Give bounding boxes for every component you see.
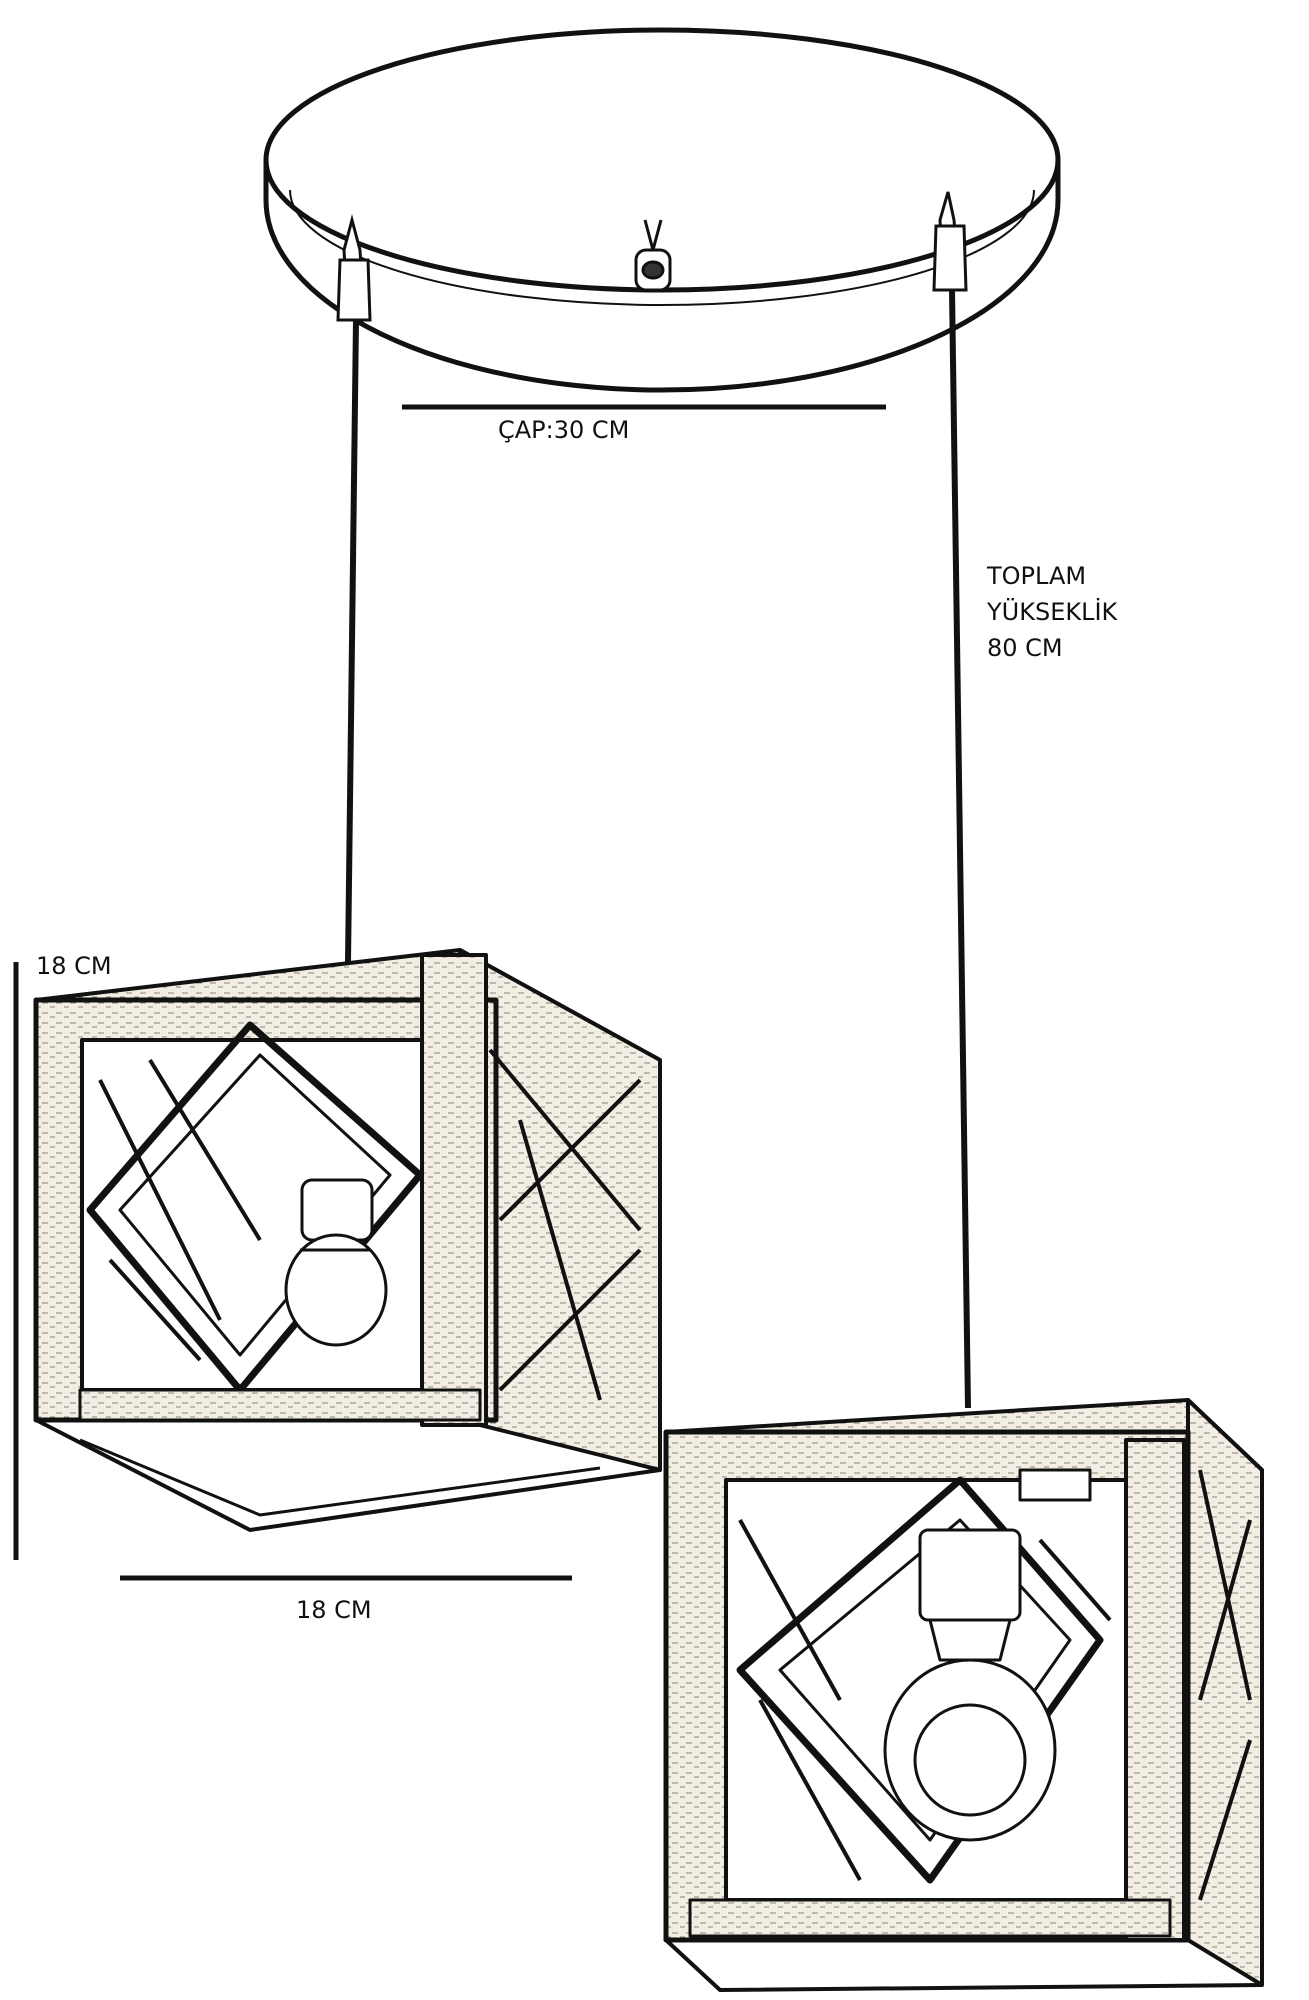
total-height-line-2: YÜKSEKLİK [987,598,1118,626]
total-height-line-1: TOPLAM [987,562,1087,590]
center-screw [634,219,672,292]
shade-width-label: 18 CM [296,1596,372,1624]
total-height-line-3: 80 CM [987,634,1063,662]
cords [345,289,971,1409]
bulb-socket-right [883,1528,1057,1842]
cord-left [345,319,359,963]
cord-grip-right [932,191,968,292]
diameter-label: ÇAP:30 CM [498,416,630,444]
bulb-socket-left [284,1178,388,1347]
total-height-label: TOPLAM YÜKSEKLİK 80 CM [987,558,1117,666]
cord-grip-left [336,214,372,322]
ceiling-canopy [263,27,1061,393]
shade-height-label: 18 CM [36,952,112,980]
cube-shade-right [663,1398,1264,1992]
cube-shade-left [33,948,662,1532]
cord-right [949,289,971,1409]
